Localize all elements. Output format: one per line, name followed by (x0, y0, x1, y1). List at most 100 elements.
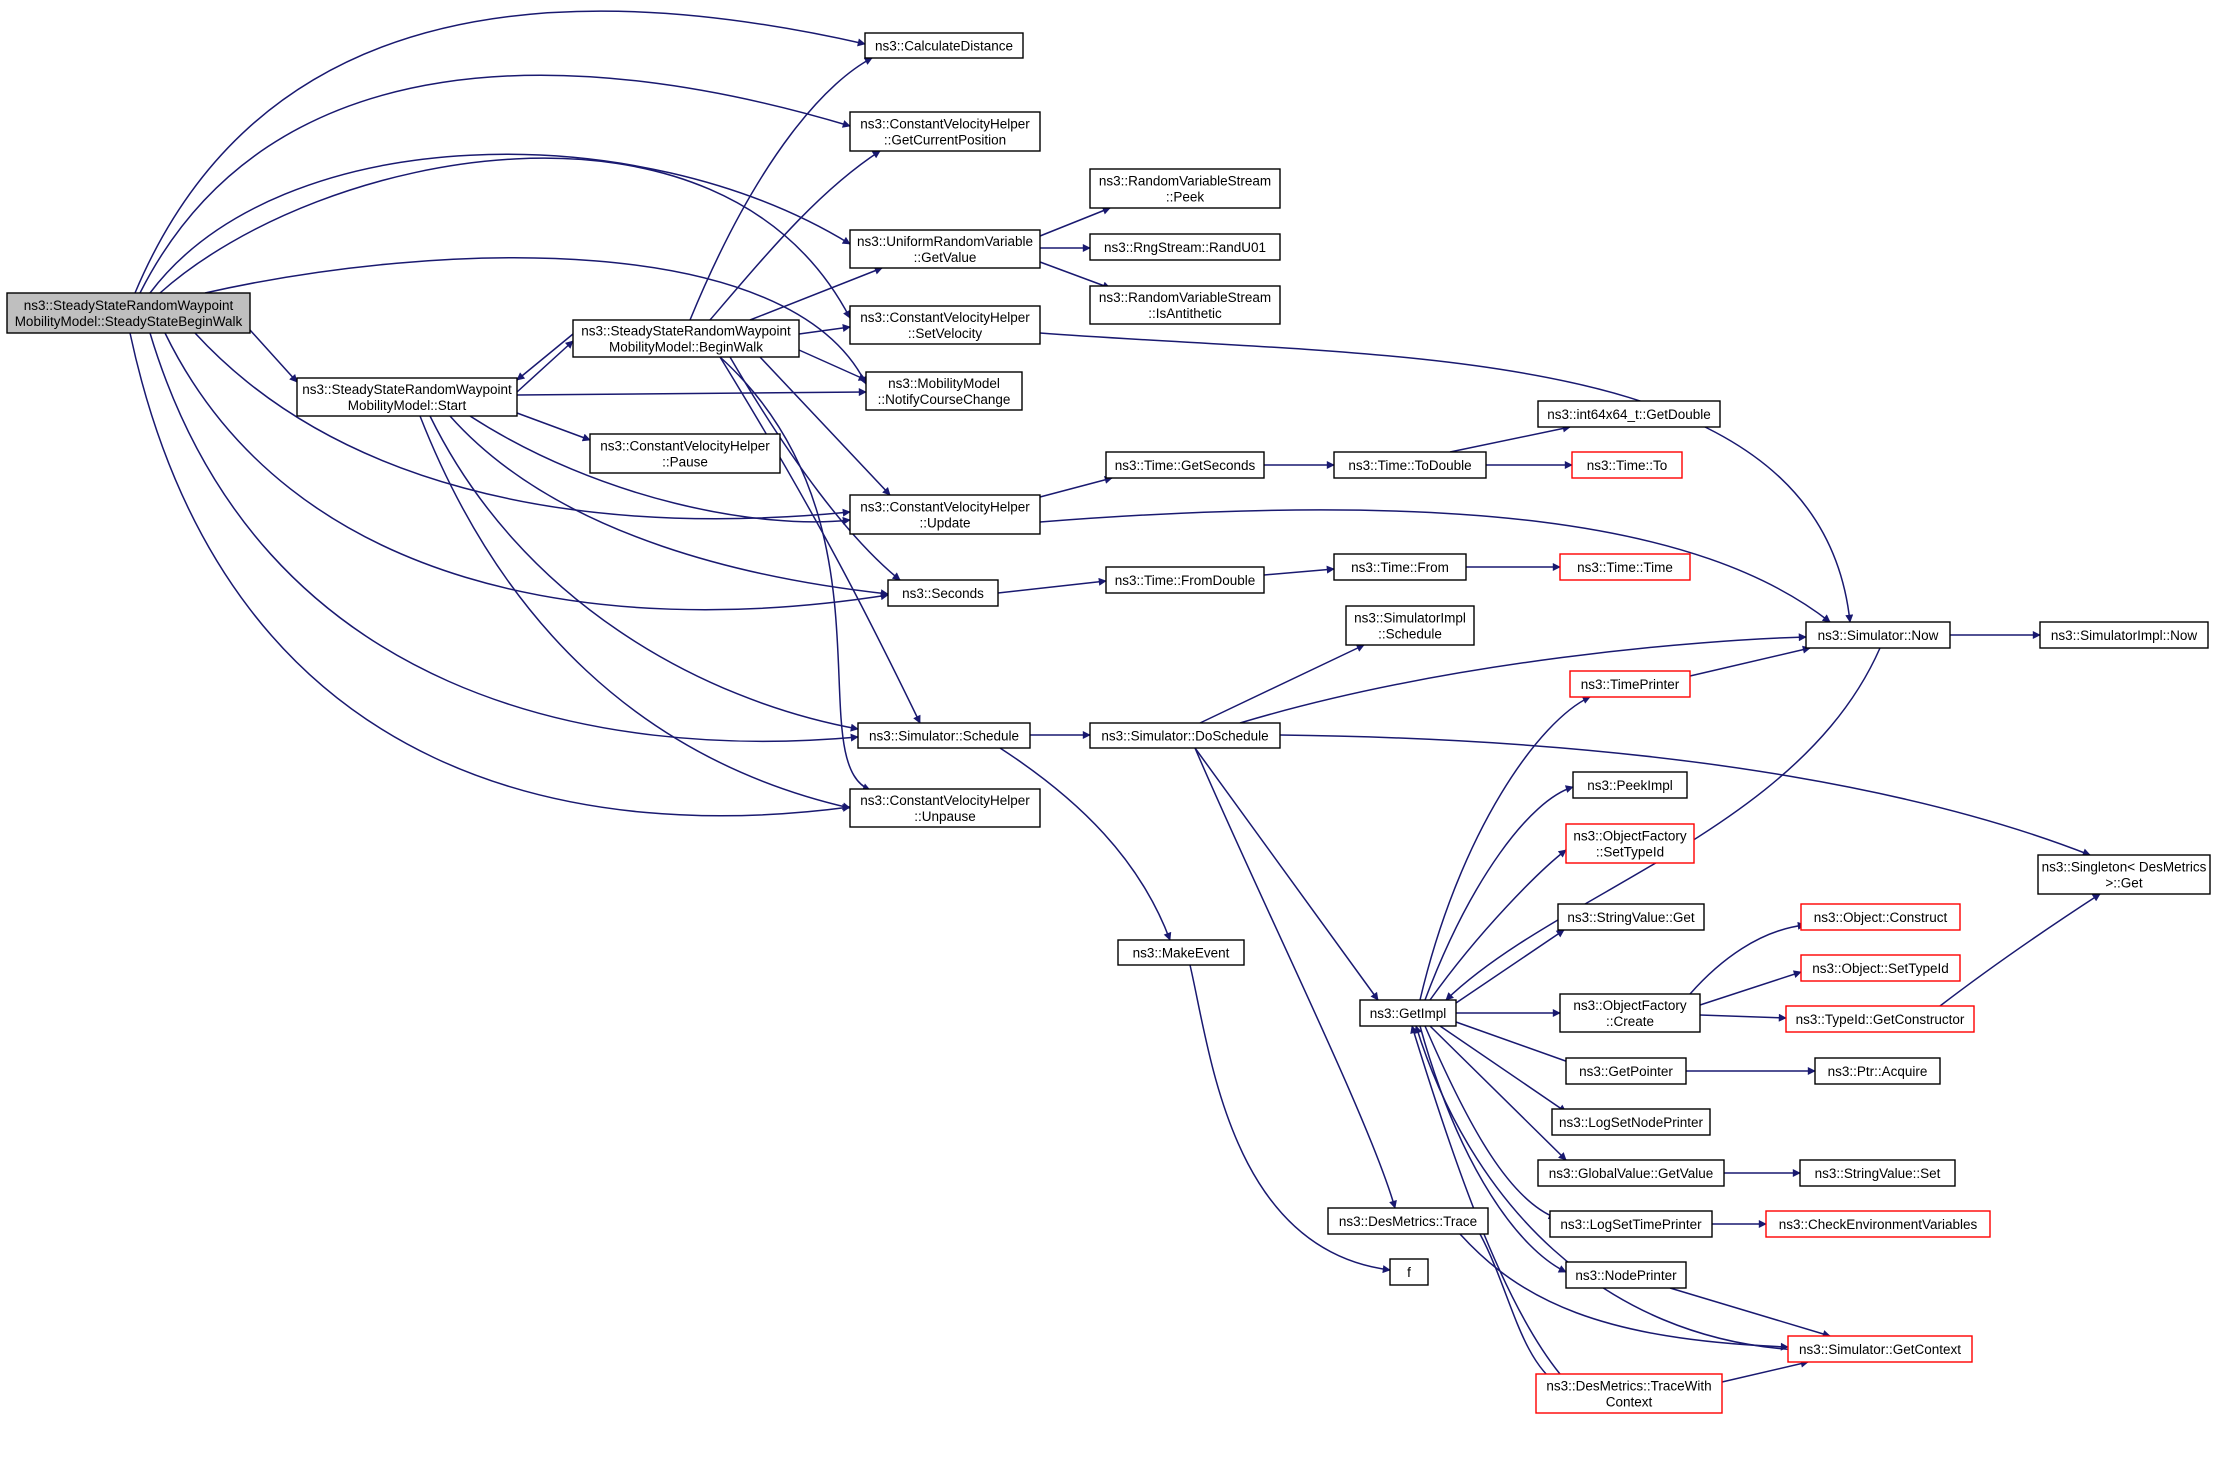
edge-line (1039, 509, 1831, 623)
node-nodeprinter[interactable]: ns3::NodePrinter (1565, 1261, 1687, 1289)
node-label: ns3::SteadyStateRandomWaypoint (581, 324, 791, 339)
node-destrace[interactable]: ns3::DesMetrics::Trace (1327, 1207, 1489, 1235)
node-logsetnodeprinter[interactable]: ns3::LogSetNodePrinter (1551, 1108, 1711, 1136)
edge-root-to-calcdist (134, 10, 866, 294)
node-int64getdouble[interactable]: ns3::int64x64_t::GetDouble (1537, 400, 1721, 428)
edge-line (999, 747, 1172, 941)
node-box (1089, 168, 1281, 209)
node-update[interactable]: ns3::ConstantVelocityHelper::Update (849, 494, 1041, 535)
node-label: ns3::Time::GetSeconds (1115, 458, 1256, 473)
node-doschedule[interactable]: ns3::Simulator::DoSchedule (1089, 722, 1281, 749)
node-label: ns3::DesMetrics::Trace (1339, 1214, 1477, 1229)
node-box (1565, 1261, 1687, 1289)
node-typeidgetctor[interactable]: ns3::TypeId::GetConstructor (1785, 1005, 1975, 1033)
edge-todouble-to-int64getdouble (1449, 424, 1571, 453)
node-beginwalk[interactable]: ns3::SteadyStateRandomWaypointMobilityMo… (572, 319, 800, 358)
node-box (572, 319, 800, 358)
node-timefrom[interactable]: ns3::Time::From (1333, 553, 1467, 581)
node-ptracquire[interactable]: ns3::Ptr::Acquire (1814, 1057, 1941, 1085)
node-getimpl[interactable]: ns3::GetImpl (1359, 999, 1457, 1027)
node-ofsettypeid[interactable]: ns3::ObjectFactory::SetTypeId (1565, 823, 1695, 864)
node-urvgetvalue[interactable]: ns3::UniformRandomVariable::GetValue (849, 229, 1041, 269)
node-label: ns3::SimulatorImpl (1354, 611, 1466, 626)
edge-line (1414, 1025, 1801, 1351)
node-singletonget[interactable]: ns3::Singleton< DesMetrics >::Get (2037, 854, 2211, 895)
node-box (1089, 285, 1281, 325)
node-fromdouble[interactable]: ns3::Time::FromDouble (1105, 566, 1265, 594)
node-seconds[interactable]: ns3::Seconds (887, 579, 999, 607)
edge-doschedule-to-simimplschedule (1199, 644, 1365, 724)
edge-line (129, 332, 851, 817)
edge-line (719, 356, 871, 791)
node-getpointer[interactable]: ns3::GetPointer (1565, 1057, 1687, 1085)
node-label: MobilityModel::SteadyStateBeginWalk (15, 314, 243, 329)
node-label: ns3::Seconds (902, 586, 984, 601)
node-stringvalueget[interactable]: ns3::StringValue::Get (1557, 903, 1705, 931)
edge-line (1429, 1025, 1567, 1161)
node-isanti[interactable]: ns3::RandomVariableStream::IsAntithetic (1089, 285, 1281, 325)
edge-getimpl-to-peekimpl (1424, 785, 1574, 1001)
node-label: ::Unpause (914, 809, 976, 824)
node-label: MobilityModel::BeginWalk (609, 340, 763, 355)
edge-getimpl-to-nodeprinter (1419, 1025, 1567, 1273)
edge-simschedule-to-makeevent (999, 747, 1172, 941)
node-simgetcontext[interactable]: ns3::Simulator::GetContext (1787, 1335, 1973, 1363)
node-calcdist[interactable]: ns3::CalculateDistance (864, 32, 1024, 59)
node-stringvalueset[interactable]: ns3::StringValue::Set (1799, 1159, 1956, 1187)
node-timeprinter[interactable]: ns3::TimePrinter (1569, 670, 1691, 698)
edge-line (1429, 849, 1567, 1001)
edge-nodeprinter-to-simgetcontext (1669, 1287, 1831, 1338)
edge-root-to-getcurpos (139, 74, 851, 294)
node-todouble[interactable]: ns3::Time::ToDouble (1333, 451, 1487, 479)
node-pause[interactable]: ns3::ConstantVelocityHelper::Pause (589, 433, 781, 474)
edge-doschedule-to-destrace (1194, 747, 1397, 1209)
node-box (1537, 400, 1721, 428)
node-label: ns3::ConstantVelocityHelper (600, 439, 770, 454)
node-rvspeek[interactable]: ns3::RandomVariableStream::Peek (1089, 168, 1281, 209)
node-simimplschedule[interactable]: ns3::SimulatorImpl::Schedule (1345, 605, 1475, 646)
node-logsettimeprinter[interactable]: ns3::LogSetTimePrinter (1549, 1210, 1713, 1238)
edge-line (516, 412, 591, 442)
node-checkenv[interactable]: ns3::CheckEnvironmentVariables (1765, 1210, 1991, 1238)
edge-line (997, 577, 1107, 594)
node-label: ns3::CalculateDistance (875, 39, 1013, 54)
node-label: ::GetCurrentPosition (884, 133, 1006, 148)
node-simnow[interactable]: ns3::Simulator::Now (1805, 621, 1951, 649)
node-label: ns3::ObjectFactory (1573, 829, 1687, 844)
edge-getimpl-to-logsetnodeprinter (1439, 1025, 1567, 1113)
node-f[interactable]: f (1389, 1258, 1429, 1286)
node-peekimpl[interactable]: ns3::PeekImpl (1572, 771, 1688, 799)
node-notifycourse[interactable]: ns3::MobilityModel::NotifyCourseChange (865, 371, 1023, 411)
node-label: MobilityModel::Start (348, 398, 467, 413)
node-timeto[interactable]: ns3::Time::To (1571, 451, 1683, 479)
node-start[interactable]: ns3::SteadyStateRandomWaypointMobilityMo… (296, 377, 518, 417)
edge-start-to-beginwalk (516, 340, 574, 393)
edge-line (1279, 734, 2091, 857)
node-box (1785, 1005, 1975, 1033)
node-label: ::SetVelocity (908, 326, 983, 341)
node-objconstruct[interactable]: ns3::Object::Construct (1800, 903, 1961, 931)
node-ofcreate[interactable]: ns3::ObjectFactory::Create (1559, 993, 1701, 1033)
node-objsettypeid[interactable]: ns3::Object::SetTypeId (1800, 954, 1961, 982)
edge-line (1699, 970, 1802, 1006)
node-unpause[interactable]: ns3::ConstantVelocityHelper::Unpause (849, 788, 1041, 828)
edge-line (798, 324, 851, 335)
edge-line (419, 415, 851, 811)
node-timetime[interactable]: ns3::Time::Time (1559, 553, 1691, 581)
edge-beginwalk-to-unpause (719, 356, 871, 791)
node-box (849, 788, 1041, 828)
node-randu01[interactable]: ns3::RngStream::RandU01 (1089, 233, 1281, 261)
node-label: ns3::MakeEvent (1133, 946, 1230, 961)
node-gvgetvalue[interactable]: ns3::GlobalValue::GetValue (1537, 1159, 1725, 1187)
node-makeevent[interactable]: ns3::MakeEvent (1117, 939, 1245, 966)
node-box (1089, 722, 1281, 749)
edge-root-to-unpause (129, 332, 851, 817)
node-simschedule[interactable]: ns3::Simulator::Schedule (857, 722, 1031, 749)
node-setvelocity[interactable]: ns3::ConstantVelocityHelper::SetVelocity (849, 305, 1041, 345)
node-getcurpos[interactable]: ns3::ConstantVelocityHelper::GetCurrentP… (849, 111, 1041, 152)
node-label: ns3::LogSetNodePrinter (1559, 1115, 1704, 1130)
node-simimplnow[interactable]: ns3::SimulatorImpl::Now (2039, 621, 2209, 649)
node-getseconds[interactable]: ns3::Time::GetSeconds (1105, 451, 1265, 479)
node-box (864, 32, 1024, 59)
